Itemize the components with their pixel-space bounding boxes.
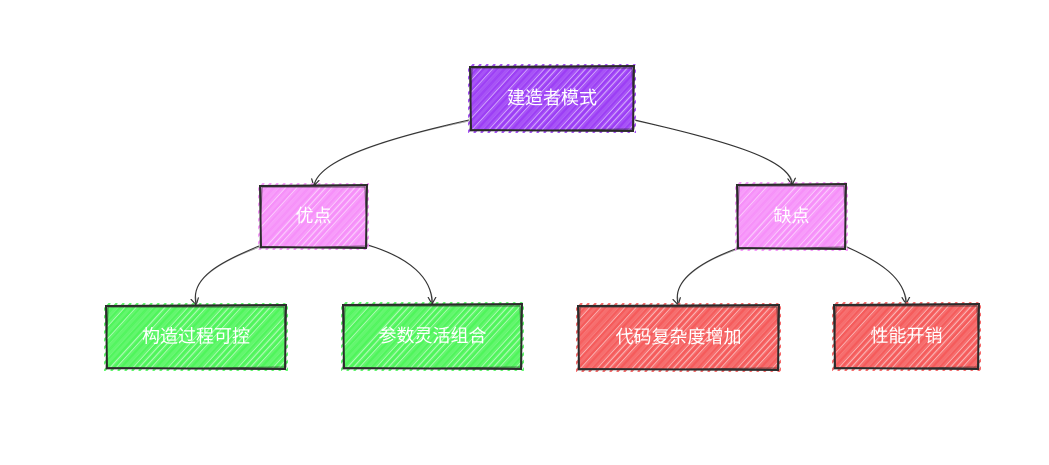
node-border-sketch-pros (259, 186, 368, 249)
node-label-pros: 优点 (296, 206, 332, 227)
node-root[interactable]: 建造者模式 (405, 64, 759, 133)
node-label-root: 建造者模式 (507, 88, 597, 109)
node-label-pro2: 参数灵活组合 (379, 326, 487, 347)
node-fill-root (468, 64, 636, 133)
node-label-con1: 代码复杂度增加 (616, 327, 742, 348)
edge-cons-con2 (846, 246, 906, 303)
edge-root-cons (634, 119, 792, 184)
node-border-sketch-pro1 (105, 306, 287, 370)
node-label-con2: 性能开销 (871, 326, 943, 347)
node-con1[interactable]: 代码复杂度增加 (513, 303, 902, 372)
node-pro1[interactable]: 构造过程可控 (43, 303, 408, 371)
edge-sketch-root-pros (314, 120, 471, 185)
node-pro2[interactable]: 参数灵活组合 (275, 302, 646, 371)
node-border-sketch-cons (736, 185, 847, 250)
node-fill-con1 (576, 303, 781, 372)
node-cons[interactable]: 缺点 (673, 182, 969, 251)
node-pros[interactable]: 优点 (194, 183, 487, 250)
edge-sketch-pros-pro1 (195, 246, 261, 304)
node-label-pro1: 构造过程可控 (142, 327, 250, 348)
node-fill-pro1 (104, 303, 288, 371)
edge-sketch-cons-con1 (677, 248, 740, 304)
node-fill-pro2 (341, 302, 524, 371)
edge-pros-pro2 (367, 244, 432, 303)
node-border-sketch-pro2 (342, 305, 523, 370)
edge-pros-pro1 (195, 245, 260, 304)
node-fill-pros (258, 183, 369, 250)
node-fill-con2 (832, 302, 981, 371)
node-label-cons: 缺点 (774, 206, 810, 227)
node-fill-cons (735, 182, 848, 251)
edges-layer (195, 119, 908, 304)
edge-sketch-cons-con2 (847, 247, 908, 303)
edge-sketch-pros-pro2 (368, 245, 434, 303)
edge-sketch-root-cons (635, 120, 794, 184)
node-border-sketch-con2 (833, 305, 980, 370)
node-border-sketch-con1 (577, 306, 780, 371)
node-border-sketch-root (469, 67, 635, 132)
edge-cons-con1 (677, 247, 739, 304)
node-con2[interactable]: 性能开销 (767, 302, 1049, 371)
edge-root-pros (314, 119, 470, 185)
